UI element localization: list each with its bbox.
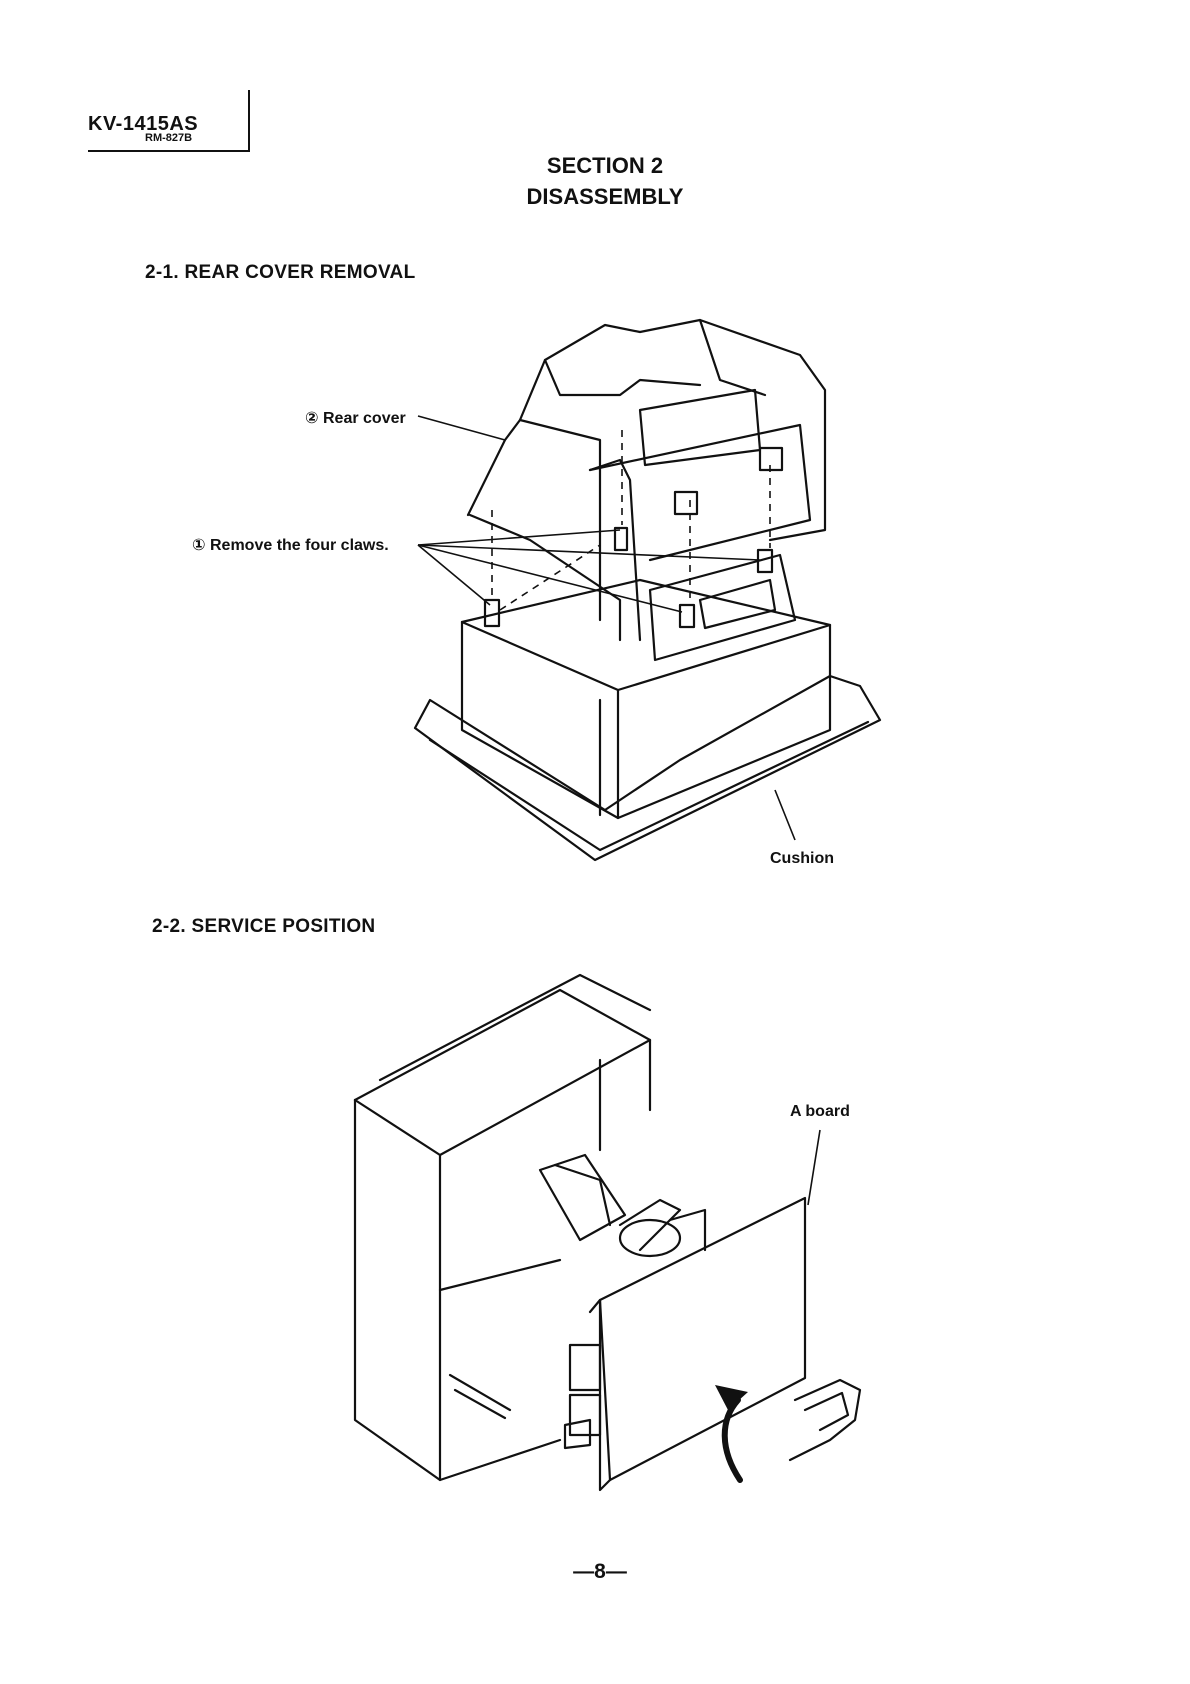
- rotate-arrow-head: [715, 1385, 748, 1410]
- label-a-board: A board: [790, 1103, 850, 1121]
- a-board: [600, 1198, 805, 1480]
- page-number: —8—: [560, 1560, 640, 1584]
- a-board-leader: [808, 1130, 820, 1205]
- board-stand: [790, 1380, 860, 1460]
- tv-cabinet: [355, 990, 650, 1110]
- crt-neck: [540, 1155, 625, 1240]
